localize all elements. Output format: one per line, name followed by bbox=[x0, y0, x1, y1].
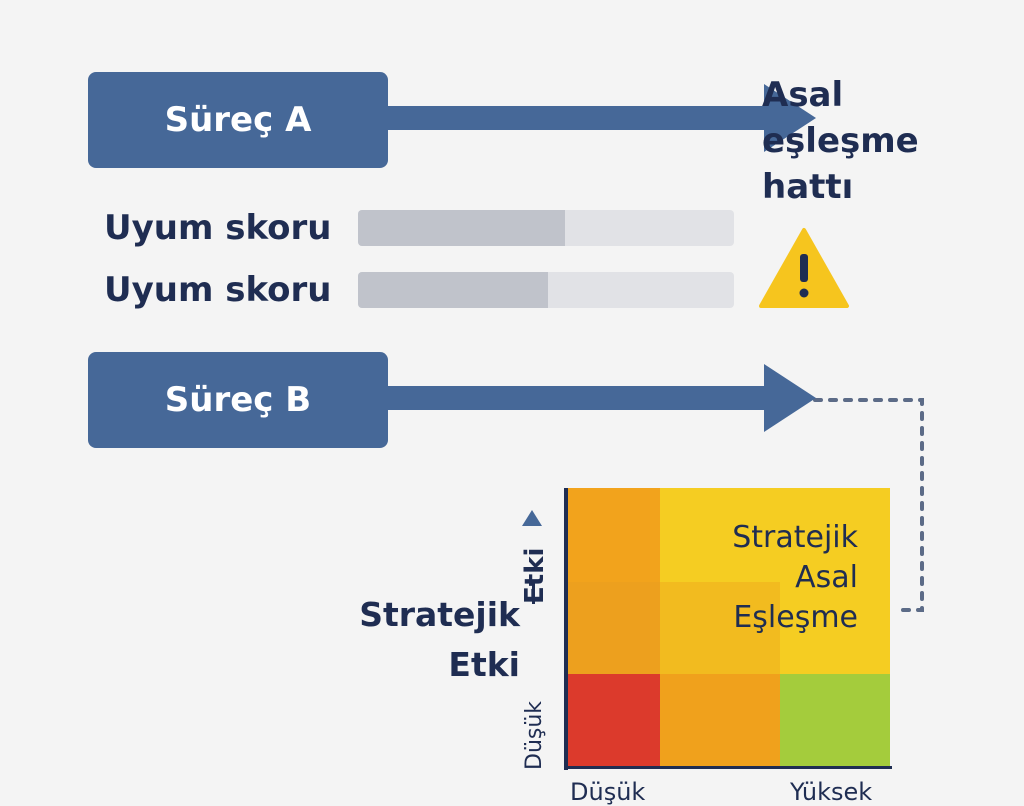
matrix-cell bbox=[568, 674, 660, 766]
matrix-cell bbox=[780, 674, 890, 766]
score-bar-fill bbox=[358, 272, 548, 308]
arrow-right-icon bbox=[384, 84, 816, 152]
score-label: Uyum skoru bbox=[104, 270, 332, 310]
score-bar-track bbox=[358, 272, 734, 308]
process-b-block: Süreç B bbox=[88, 352, 388, 448]
alert-label: Asal eşleşme hattı bbox=[762, 75, 919, 207]
warning-triangle-icon bbox=[759, 228, 849, 308]
y-axis-low-label: Düşük bbox=[522, 700, 547, 770]
matrix-cell bbox=[568, 488, 660, 582]
score-row: Uyum skoru bbox=[104, 270, 734, 310]
side-label: Stratejik Etki bbox=[359, 595, 520, 684]
arrow-right-icon bbox=[384, 364, 816, 432]
strategic-matrix: Stratejik Asal Eşleşme bbox=[568, 488, 890, 766]
x-axis-line bbox=[564, 766, 892, 769]
matrix-cell bbox=[660, 582, 780, 674]
y-axis-tick bbox=[532, 582, 535, 604]
score-bar-fill bbox=[358, 210, 565, 246]
score-label: Uyum skoru bbox=[104, 208, 332, 248]
y-axis-line bbox=[564, 488, 568, 770]
process-a-label: Süreç A bbox=[164, 100, 312, 140]
x-axis-low-label: Düşük bbox=[570, 778, 646, 806]
y-axis-label: Etki bbox=[520, 547, 550, 604]
matrix-cell bbox=[660, 674, 780, 766]
process-b-arrow: Süreç B bbox=[88, 352, 816, 450]
score-bar-track bbox=[358, 210, 734, 246]
score-row: Uyum skoru bbox=[104, 208, 734, 248]
matrix-title: Stratejik Asal Eşleşme bbox=[732, 520, 858, 635]
matrix-cell bbox=[568, 582, 660, 674]
process-a-arrow: Süreç A bbox=[88, 72, 816, 170]
x-axis-high-label: Yüksek bbox=[790, 778, 873, 806]
process-a-block: Süreç A bbox=[88, 72, 388, 168]
process-b-label: Süreç B bbox=[164, 380, 312, 420]
arrow-up-icon bbox=[522, 510, 542, 526]
